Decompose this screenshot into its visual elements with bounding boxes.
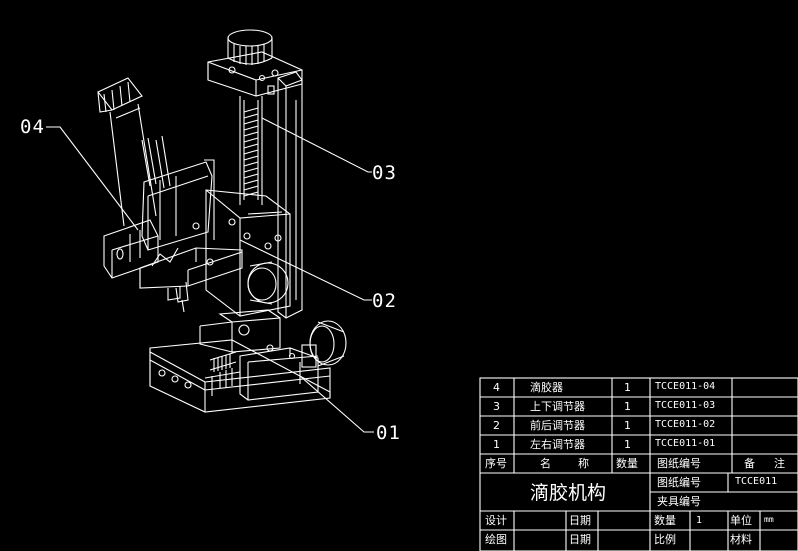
qty-label: 数量 [654, 514, 676, 527]
header-remark-a: 备 [744, 457, 755, 470]
row2-name: 前后调节器 [530, 419, 585, 432]
design-label: 设计 [485, 514, 507, 527]
fixture-no-label: 夹具编号 [657, 495, 701, 508]
dispenser-needle [175, 281, 189, 313]
row1-qty: 1 [624, 438, 631, 451]
top-knob [227, 29, 273, 65]
row2-qty: 1 [624, 419, 631, 432]
lower-spring [209, 351, 237, 372]
drawing-no-label: 图纸编号 [657, 476, 701, 489]
title-block-frame [479, 377, 798, 551]
row3-qty: 1 [624, 400, 631, 413]
side-knob-left-right [301, 320, 347, 368]
date-label: 日期 [569, 514, 591, 527]
unit-label: 单位 [730, 514, 752, 527]
header-qty: 数量 [616, 457, 638, 470]
leader-02 [239, 239, 372, 301]
callout-01: 01 [376, 422, 401, 444]
lead-screw [239, 96, 263, 205]
row1-seq: 1 [493, 438, 500, 451]
drawing-no-value: TCCE011 [735, 476, 778, 487]
row3-drawing-no: TCCE011-03 [655, 400, 716, 411]
row2-seq: 2 [493, 419, 500, 432]
front-knob [247, 261, 289, 305]
front-back-block [205, 189, 291, 317]
row3-name: 上下调节器 [530, 400, 585, 413]
scale-label: 比例 [654, 533, 676, 546]
draw-label: 绘图 [485, 533, 507, 546]
row4-qty: 1 [624, 381, 631, 394]
leader-04 [46, 126, 139, 231]
angle-plate [139, 247, 243, 301]
callout-02: 02 [372, 290, 397, 312]
row1-drawing-no: TCCE011-01 [655, 438, 716, 449]
callout-03: 03 [372, 162, 397, 184]
row3-seq: 3 [493, 400, 500, 413]
header-name-b: 称 [578, 457, 589, 470]
qty-value: 1 [696, 515, 703, 526]
header-drawing-no: 图纸编号 [657, 457, 701, 470]
row4-name: 滴胶器 [530, 381, 563, 394]
row1-name: 左右调节器 [530, 438, 585, 451]
unit-value: mm [764, 515, 774, 524]
drawing-title: 滴胶机构 [530, 482, 607, 504]
row2-drawing-no: TCCE011-02 [655, 419, 716, 430]
callout-04: 04 [20, 116, 45, 138]
base-block [149, 339, 331, 413]
date-label-2: 日期 [569, 533, 591, 546]
row4-seq: 4 [493, 381, 500, 394]
header-remark-b: 注 [774, 457, 785, 470]
material-label: 材料 [730, 533, 752, 546]
dispenser-clamp-arm [141, 159, 215, 251]
lower-bracket [199, 309, 296, 360]
leader-01 [299, 375, 374, 433]
header-name-a: 名 [540, 457, 551, 470]
leader-03 [261, 117, 372, 173]
top-cap-block [207, 51, 303, 97]
header-seq: 序号 [485, 457, 507, 470]
dispenser-barrel [97, 77, 171, 227]
row4-drawing-no: TCCE011-04 [655, 381, 716, 392]
